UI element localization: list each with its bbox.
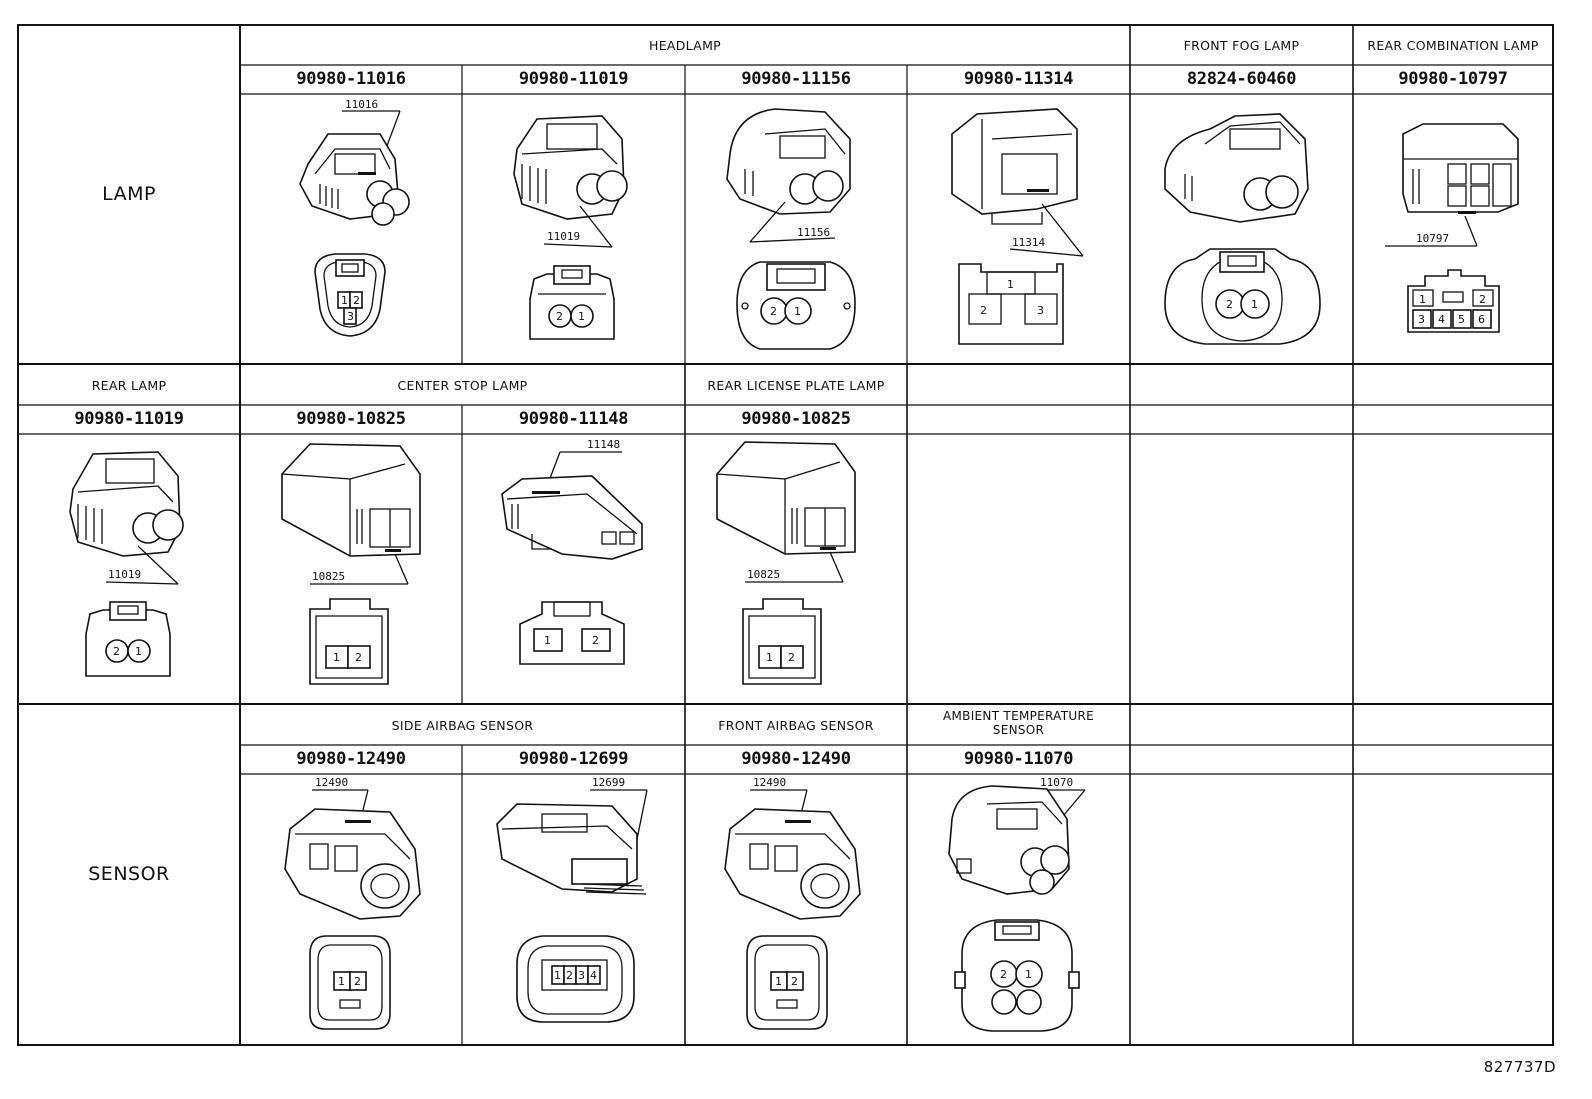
pin-label: 2 [592,634,599,647]
pin-label: 3 [578,969,585,982]
callout-label: 12699 [592,776,625,789]
category-rear-license-plate-lamp: REAR LICENSE PLATE LAMP [707,378,885,393]
part-number: 90980-11019 [74,409,184,429]
connector-drawing-10797: 10797 1 2 3 4 5 6 [1353,94,1553,364]
pin-label: 1 [338,975,345,988]
pin-label: 1 [341,294,348,307]
pin-label: 1 [554,969,561,982]
pin-label: 1 [766,651,773,664]
pin-label: 4 [1438,313,1445,326]
pin-label: 2 [980,304,987,317]
connector-drawing-10825: 10825 1 2 [685,434,907,704]
pin-label: 5 [1458,313,1465,326]
connector-drawing-11019: 11019 2 1 [18,434,240,704]
pin-label: 1 [794,305,801,318]
pin-label: 2 [355,651,362,664]
category-line: AMBIENT TEMPERATURE [943,709,1094,723]
connector-drawing-11314: 11314 1 2 3 [907,94,1130,364]
part-number: 90980-10797 [1398,69,1508,89]
category-ambient-temperature-sensor: AMBIENT TEMPERATURE SENSOR [907,709,1130,737]
connector-drawing-60460: 2 1 [1130,94,1353,364]
figure-id: 827737D [1483,1058,1556,1076]
category-rear-combination-lamp: REAR COMBINATION LAMP [1367,38,1539,53]
pin-label: 2 [788,651,795,664]
connector-drawing-12699: 12699 1 2 3 4 [462,774,685,1045]
pin-label: 1 [578,310,585,323]
pin-label: 1 [1419,293,1426,306]
pin-label: 2 [113,645,120,658]
connector-drawing-12490: 12490 1 2 [685,774,907,1045]
callout-label: 11019 [108,568,141,581]
part-number: 90980-12699 [518,749,629,769]
callout-label: 11156 [797,226,830,239]
connector-drawing-10825: 10825 1 2 [240,434,462,704]
part-number: 90980-12490 [741,749,851,769]
part-number: 90980-10825 [741,409,851,429]
callout-label: 11148 [587,438,620,451]
pin-label: 2 [1226,298,1233,311]
part-number: 90980-11070 [963,749,1074,769]
part-number: 90980-11314 [963,69,1074,89]
pin-label: 1 [1025,968,1032,981]
category-side-airbag-sensor: SIDE AIRBAG SENSOR [391,718,534,733]
part-number: 90980-11156 [741,69,851,89]
callout-label: 10825 [747,568,780,581]
connector-drawing-11070: 11070 2 1 [907,774,1130,1045]
callout-label: 11070 [1040,776,1073,789]
part-number: 90980-11148 [518,409,629,429]
pin-label: 1 [1251,298,1258,311]
pin-label: 2 [556,310,563,323]
category-center-stop-lamp: CENTER STOP LAMP [397,378,528,393]
connector-drawing-12490: 12490 1 2 [240,774,462,1045]
connector-drawing-11019: 11019 2 1 [462,94,685,364]
callout-label: 11314 [1012,236,1045,249]
category-line: SENSOR [992,723,1045,737]
part-number: 90980-11016 [296,69,406,89]
part-number: 82824-60460 [1186,69,1297,89]
part-number: 90980-10825 [296,409,406,429]
pin-label: 1 [775,975,782,988]
connector-drawing-11016: 11016 1 2 3 [240,94,462,364]
row-label-sensor: SENSOR [88,863,170,885]
pin-label: 3 [1418,313,1425,326]
pin-label: 1 [333,651,340,664]
pin-label: 2 [791,975,798,988]
pin-label: 2 [1000,968,1007,981]
callout-label: 10797 [1416,232,1449,245]
callout-label: 11016 [345,98,378,111]
callout-label: 12490 [753,776,786,789]
pin-label: 6 [1478,313,1485,326]
pin-label: 1 [544,634,551,647]
part-number: 90980-11019 [518,69,629,89]
connector-drawing-11156: 11156 2 1 [685,94,907,364]
connector-drawing-11148: 11148 1 2 [462,434,685,704]
pin-label: 2 [353,294,360,307]
pin-label: 2 [566,969,573,982]
row-label-lamp: LAMP [102,183,156,205]
pin-label: 3 [1037,304,1044,317]
callout-label: 10825 [312,570,345,583]
pin-label: 3 [347,310,354,323]
category-headlamp: HEADLAMP [649,38,721,53]
pin-label: 2 [354,975,361,988]
pin-label: 2 [770,305,777,318]
category-front-fog-lamp: FRONT FOG LAMP [1183,38,1300,53]
pin-label: 2 [1479,293,1486,306]
pin-label: 1 [135,645,142,658]
callout-label: 11019 [547,230,580,243]
pin-label: 1 [1007,278,1014,291]
category-front-airbag-sensor: FRONT AIRBAG SENSOR [718,718,874,733]
pin-label: 4 [590,969,597,982]
part-number: 90980-12490 [296,749,406,769]
callout-label: 12490 [315,776,348,789]
category-rear-lamp: REAR LAMP [91,378,167,393]
